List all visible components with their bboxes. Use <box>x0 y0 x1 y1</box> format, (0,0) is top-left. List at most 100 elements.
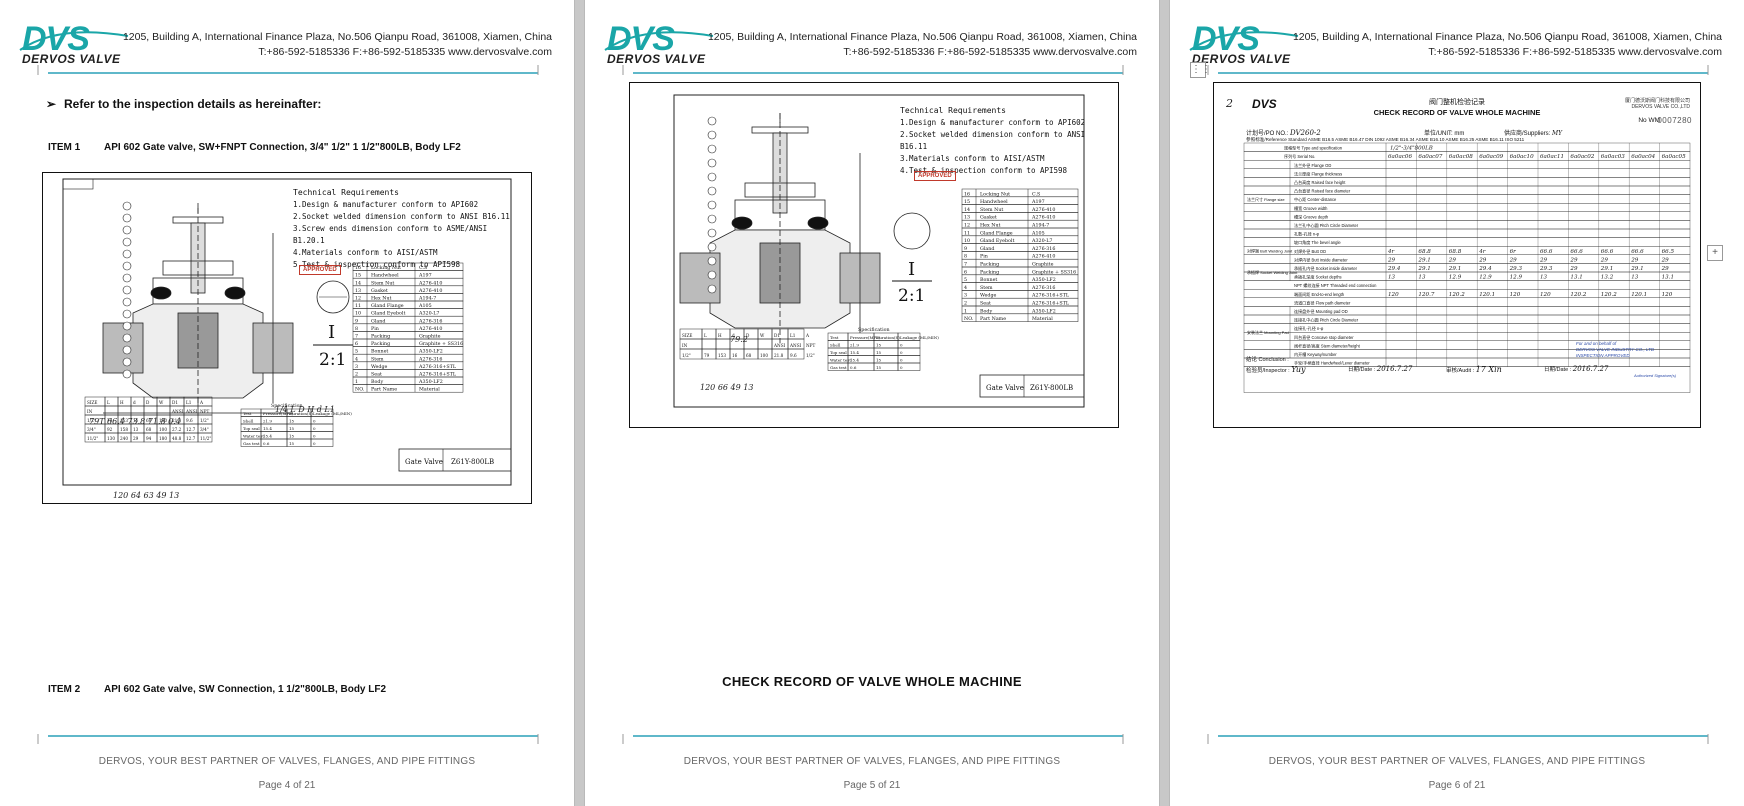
check-record-form: 2 DVS 阀门整机检验记录 CHECK RECORD OF VALVE WHO… <box>1213 82 1701 428</box>
parts-no: 6 <box>964 269 967 275</box>
footer-slogan: DERVOS, YOUR BEST PARTNER OF VALVES, FLA… <box>1268 756 1646 767</box>
tech-req-line: 2.Socket welded dimension conform to ANS… <box>293 212 510 221</box>
supplier-value: MY <box>1552 130 1563 137</box>
spec-cell: 0 <box>900 358 903 363</box>
header-address: 1205, Building A, International Finance … <box>707 31 1137 43</box>
spec-cell: Pressure(MPa) <box>850 335 880 340</box>
spec-cell: 15 <box>876 358 882 363</box>
size-cell: 11/2" <box>87 436 98 441</box>
reference-standards: 参照标准/Reference Standard ASME B16.5 ASME … <box>1246 137 1524 143</box>
record-value: 120.2 <box>1449 292 1465 298</box>
spec-cell: 0 <box>313 419 316 424</box>
record-value: 29 <box>1630 257 1639 263</box>
record-row-label: 对焊内径 Butt inside diameter <box>1294 256 1348 262</box>
record-row-label: 坡口角度 The bevel angle <box>1294 239 1341 245</box>
size-cell: 92 <box>107 427 113 432</box>
unit-field: 单位/UNIT: mm <box>1424 131 1465 137</box>
record-row-label: 对焊外径 Butt OD <box>1294 248 1326 254</box>
record-row-label: 法兰孔中心圆 Pitch Circle Diameter <box>1294 222 1359 228</box>
parts-name: Wedge <box>371 364 388 370</box>
size-cell: 158 <box>120 427 128 432</box>
size-cell: 12.7 <box>186 427 196 432</box>
spec-cell: 0 <box>900 343 903 348</box>
size-cell: 3/4" <box>87 427 96 432</box>
record-value: 29 <box>1387 257 1396 263</box>
record-value: 4r <box>1387 249 1395 255</box>
parts-material: A276-410 <box>418 326 442 332</box>
record-value: 13 <box>1540 275 1548 281</box>
parts-no: 16 <box>964 191 970 197</box>
drag-handle-icon[interactable]: ⋮⋮ <box>1190 62 1211 78</box>
size-cell: D1 <box>774 333 780 338</box>
size-cell: 27.2 <box>172 427 182 432</box>
parts-material: Material <box>1032 316 1053 322</box>
record-value: 12.9 <box>1479 275 1492 281</box>
size-cell: 16 <box>133 418 139 423</box>
size-cell: IN <box>682 343 688 348</box>
record-value: 13.1 <box>1662 275 1674 281</box>
parts-row <box>352 308 464 317</box>
parts-row <box>352 315 464 325</box>
company-logo: DVS DERVOS VALVE <box>18 22 129 70</box>
parts-material: A276-316 <box>418 318 442 324</box>
record-value: 120.1 <box>1479 292 1495 298</box>
size-cell: 153 <box>120 418 128 423</box>
record-value: 29.3 <box>1539 266 1553 272</box>
parts-row <box>352 376 464 385</box>
record-value: 6a0ac03 <box>1601 154 1625 160</box>
parts-material: A276-316 <box>1031 246 1055 252</box>
record-row-label: 连接孔中心圆 Pitch Circle Diameter <box>1294 317 1359 323</box>
record-value: 13.2 <box>1601 275 1614 281</box>
spec-cell: Top seal <box>830 350 847 355</box>
parts-name: Stem <box>980 285 993 291</box>
approved-stamp-2: APPROVED <box>914 171 956 181</box>
form-company: 厦门德沃斯阀门科技有限公司 DERVOS VALVE CO.,LTD <box>1625 97 1690 110</box>
section-title: CHECK RECORD OF VALVE WHOLE MACHINE <box>722 674 1022 689</box>
size-cell: 153 <box>718 353 726 358</box>
form-no-label: No WM <box>1638 117 1660 124</box>
spec-cell: 0 <box>900 350 903 355</box>
record-value: 12.9 <box>1510 275 1523 281</box>
record-value: 120 <box>1540 292 1551 298</box>
parts-name: Seat <box>371 372 382 378</box>
parts-material: A276-410 <box>1031 207 1055 213</box>
parts-material: A276-410 <box>418 288 442 294</box>
size-cell: ANSI <box>171 409 184 414</box>
record-row-label: 孔数-孔径 n-φ <box>1294 231 1320 237</box>
inspector-field: 检验员/Inspector : Yuy <box>1246 365 1306 374</box>
spec-cell: 15.4 <box>263 434 272 439</box>
logo-swoosh <box>19 31 129 51</box>
size-cell: 29 <box>133 436 139 441</box>
record-value: 29.1 <box>1417 266 1430 272</box>
supplier-field: 供应商/Suppliers: MY <box>1504 128 1562 137</box>
record-number-mark: 2 <box>1226 97 1233 110</box>
spec-cell: 0 <box>313 426 316 431</box>
record-value: 120 <box>1388 292 1399 298</box>
parts-material: Graphite <box>1032 262 1054 268</box>
size-cell: 180 <box>159 436 167 441</box>
parts-material: A197 <box>418 273 432 279</box>
parts-name: Handwheel <box>980 199 1008 205</box>
record-row-label: 凸台高度 Raised face height <box>1294 179 1346 185</box>
size-cell: D1 <box>172 400 178 405</box>
record-value: 29.4 <box>1387 266 1401 272</box>
size-cell: SIZE <box>682 333 693 338</box>
parts-name: Part Name <box>980 316 1006 322</box>
spec-cell: Gas test <box>830 365 847 370</box>
tech-req-line: 3.Materials conform to AISI/ASTM <box>900 154 1045 163</box>
parts-no: 12 <box>964 223 970 229</box>
spec-cell: Water test <box>243 434 264 439</box>
inspector-signature: Yuy <box>1291 365 1306 374</box>
record-value: 6r <box>1510 249 1517 255</box>
parts-no: 2 <box>964 301 967 307</box>
parts-material: A276-410 <box>1031 215 1055 221</box>
add-icon[interactable]: + <box>1707 245 1723 261</box>
parts-name: Hex Nut <box>371 296 392 302</box>
parts-name: Body <box>980 308 992 314</box>
parts-no: 2 <box>355 372 358 378</box>
